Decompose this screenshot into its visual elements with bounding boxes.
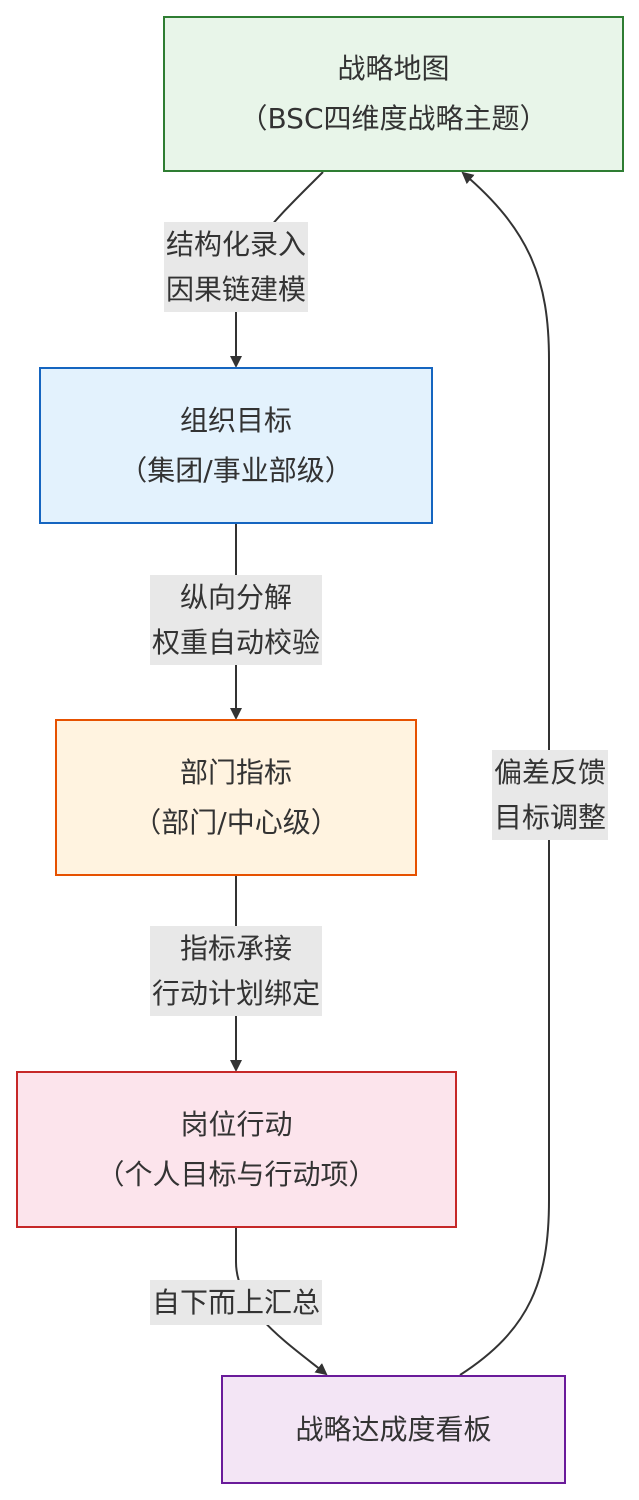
edge-label-map-to-org-line1: 结构化录入 xyxy=(165,228,307,261)
edge-label-dashboard-to-map: 偏差反馈 目标调整 xyxy=(491,750,609,840)
node-post-action-title: 岗位行动 xyxy=(180,1107,293,1141)
edge-label-map-to-org-line2: 因果链建模 xyxy=(165,273,307,306)
edge-label-dept-to-post-line1: 指标承接 xyxy=(179,932,293,965)
node-org-goal-subtitle: （集团/事业部级） xyxy=(119,453,353,487)
node-post-action-subtitle: （个人目标与行动项） xyxy=(96,1157,377,1191)
edge-label-org-to-dept: 纵向分解 权重自动校验 xyxy=(149,575,323,665)
node-org-goal-title: 组织目标 xyxy=(179,403,292,437)
node-dept-kpi[interactable]: 部门指标 （部门/中心级） xyxy=(55,719,417,876)
node-org-goal[interactable]: 组织目标 （集团/事业部级） xyxy=(39,367,433,524)
edge-label-post-to-dashboard: 自下而上汇总 xyxy=(149,1280,323,1325)
edge-label-org-to-dept-line1: 纵向分解 xyxy=(179,581,293,614)
edge-label-dashboard-to-map-line1: 偏差反馈 xyxy=(493,756,607,789)
edge-label-post-to-dashboard-line1: 自下而上汇总 xyxy=(151,1286,321,1319)
node-strategy-map[interactable]: 战略地图 （BSC四维度战略主题） xyxy=(163,16,624,172)
edge-label-org-to-dept-line2: 权重自动校验 xyxy=(151,626,321,659)
node-dashboard-title: 战略达成度看板 xyxy=(295,1412,492,1446)
node-dashboard[interactable]: 战略达成度看板 xyxy=(221,1375,566,1484)
edge-label-dept-to-post: 指标承接 行动计划绑定 xyxy=(149,926,323,1016)
edge-label-dept-to-post-line2: 行动计划绑定 xyxy=(151,977,321,1010)
node-strategy-map-subtitle: （BSC四维度战略主题） xyxy=(239,102,548,135)
edge-label-dashboard-to-map-line2: 目标调整 xyxy=(493,801,607,834)
node-dept-kpi-subtitle: （部门/中心级） xyxy=(133,805,339,839)
node-post-action[interactable]: 岗位行动 （个人目标与行动项） xyxy=(16,1071,457,1228)
node-strategy-map-title: 战略地图 xyxy=(337,52,450,85)
node-dept-kpi-title: 部门指标 xyxy=(179,755,292,789)
edge-label-map-to-org: 结构化录入 因果链建模 xyxy=(163,222,309,312)
